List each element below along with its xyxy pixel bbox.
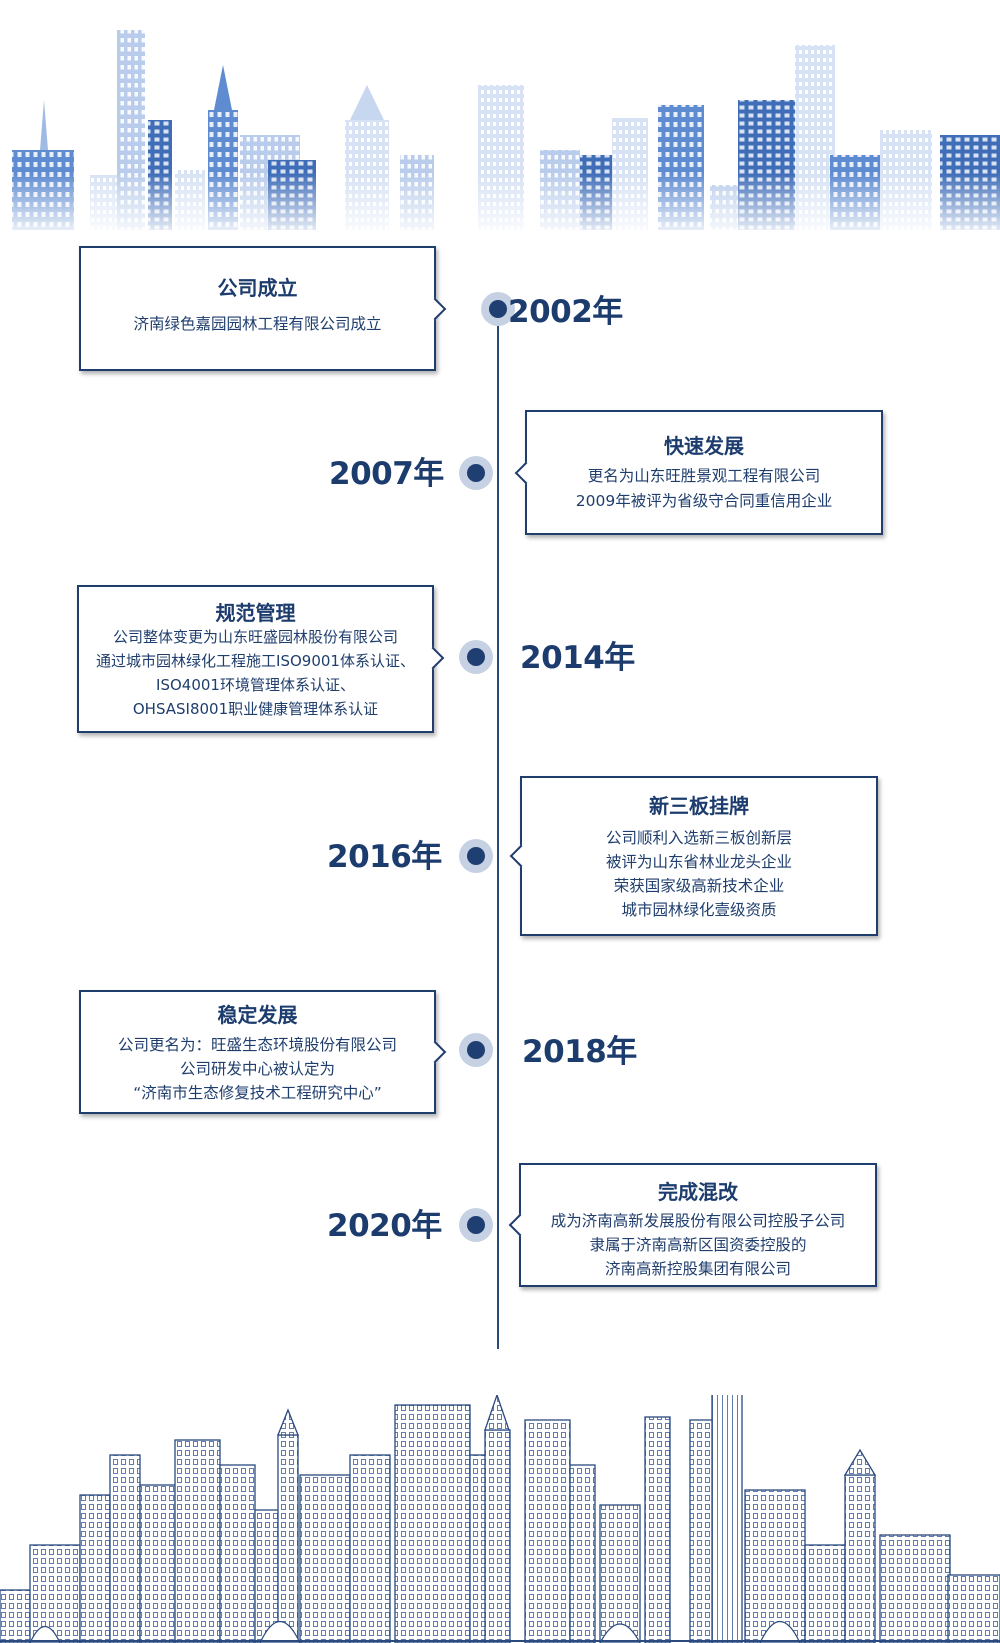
top-city-skyline-illustration (0, 0, 1000, 240)
event-title: 规范管理 (215, 601, 296, 625)
event-line: OHSASI8001职业健康管理体系认证 (132, 700, 379, 718)
event-line: ISO4001环境管理体系认证、 (156, 676, 355, 694)
event-title: 公司成立 (217, 276, 298, 300)
year-label-2020: 2020年 (327, 1208, 442, 1244)
event-card-2002: 公司成立 济南绿色嘉园园林工程有限公司成立 (79, 246, 447, 371)
event-line: 被评为山东省林业龙头企业 (605, 853, 792, 871)
timeline-node-2002 (481, 292, 515, 326)
timeline-node-2007 (459, 456, 493, 490)
event-line: 济南高新控股集团有限公司 (604, 1260, 791, 1278)
timeline-node-2020 (459, 1208, 493, 1242)
year-label-2016: 2016年 (327, 839, 442, 875)
event-title: 完成混改 (658, 1180, 738, 1204)
event-line: 通过城市园林绿化工程施工ISO9001体系认证、 (96, 652, 415, 670)
year-label-2018: 2018年 (522, 1034, 637, 1070)
timeline-node-2016 (459, 839, 493, 873)
year-label-2007: 2007年 (329, 456, 444, 492)
event-line: 荣获国家级高新技术企业 (613, 877, 785, 895)
timeline-node-2018 (459, 1033, 493, 1067)
event-line: 公司更名为：旺盛生态环境股份有限公司 (117, 1036, 397, 1054)
event-line: 城市园林绿化壹级资质 (621, 901, 777, 919)
event-line: 公司顺利入选新三板创新层 (605, 829, 792, 847)
event-line: “济南市生态修复技术工程研究中心” (133, 1084, 382, 1102)
event-line: 隶属于济南高新区国资委控股的 (589, 1236, 807, 1254)
event-card-2020: 完成混改 成为济南高新发展股份有限公司控股子公司 隶属于济南高新区国资委控股的 … (508, 1163, 877, 1287)
event-title: 新三板挂牌 (649, 794, 749, 818)
bottom-city-skyline-illustration (0, 1395, 1000, 1643)
event-line: 更名为山东旺胜景观工程有限公司 (587, 467, 821, 485)
year-label-2002: 2002年 (508, 294, 623, 330)
event-line: 成为济南高新发展股份有限公司控股子公司 (550, 1212, 846, 1230)
event-card-2007: 快速发展 更名为山东旺胜景观工程有限公司 2009年被评为省级守合同重信用企业 (514, 410, 883, 535)
event-title: 快速发展 (664, 434, 744, 458)
year-label-2014: 2014年 (520, 640, 635, 676)
event-card-2016: 新三板挂牌 公司顺利入选新三板创新层 被评为山东省林业龙头企业 荣获国家级高新技… (509, 776, 878, 936)
event-line: 2009年被评为省级守合同重信用企业 (575, 492, 833, 510)
timeline-node-2014 (459, 640, 493, 674)
timeline-axis (497, 305, 499, 1349)
event-title: 稳定发展 (217, 1003, 298, 1027)
event-line: 济南绿色嘉园园林工程有限公司成立 (133, 315, 382, 333)
event-card-2014: 规范管理 公司整体变更为山东旺盛园林股份有限公司 通过城市园林绿化工程施工ISO… (77, 585, 445, 733)
event-line: 公司整体变更为山东旺盛园林股份有限公司 (112, 628, 398, 646)
event-card-2018: 稳定发展 公司更名为：旺盛生态环境股份有限公司 公司研发中心被认定为 “济南市生… (79, 990, 447, 1114)
event-line: 公司研发中心被认定为 (179, 1060, 335, 1078)
